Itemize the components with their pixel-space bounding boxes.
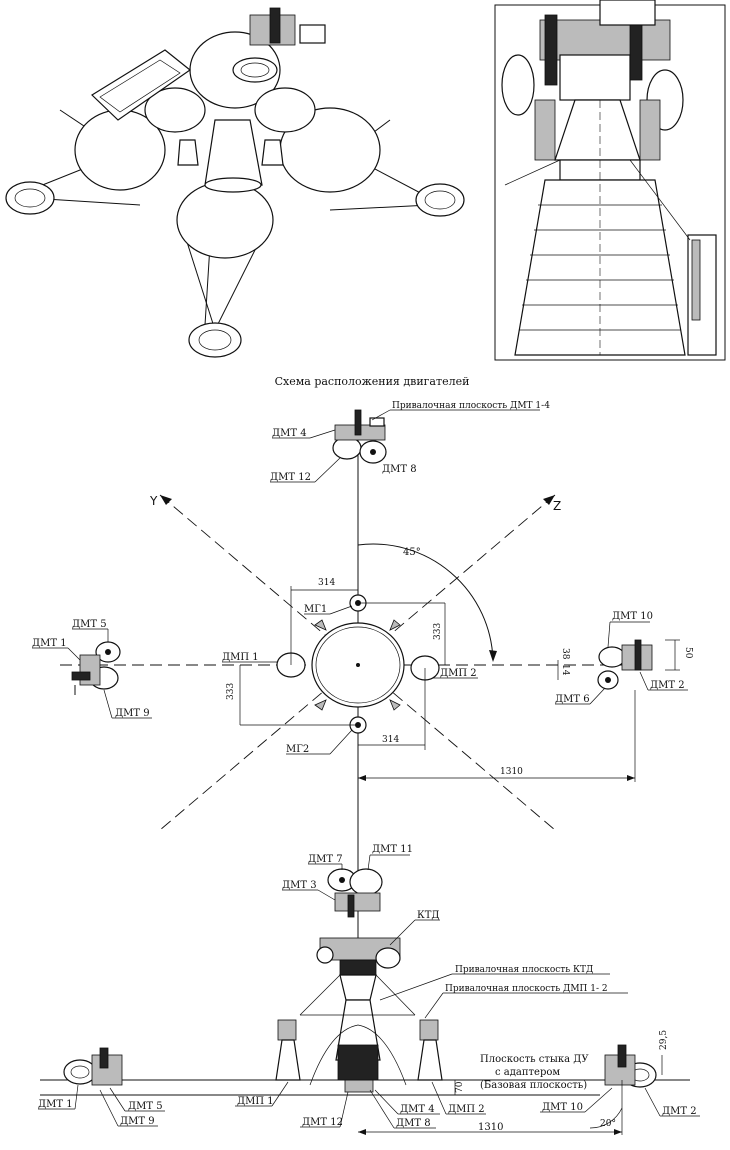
thruster-cluster-lower-left — [63, 1047, 123, 1086]
label-dmt1-side: ДМТ 1 — [38, 1099, 73, 1110]
dim-70: 70 — [455, 1081, 465, 1093]
top-view-plan: Y Z 45° 314 333 333 314 — [32, 401, 693, 1060]
label-dmp1-side: ДМП 1 — [237, 1096, 274, 1107]
dim-14: 14 — [560, 664, 570, 676]
label-dmt12-top: ДМТ 12 — [270, 472, 311, 483]
label-dmp2-top: ДМП 2 — [440, 668, 477, 679]
label-dmt6-top: ДМТ 6 — [555, 694, 590, 705]
label-dmt4-top: ДМТ 4 — [272, 428, 307, 439]
label-mg2: МГ2 — [286, 744, 309, 755]
thruster-cluster-right — [597, 639, 653, 690]
label-interface-plane-1: Плоскость стыка ДУ — [480, 1054, 589, 1065]
dim-50: 50 — [683, 647, 693, 659]
dim-38: 38 — [560, 648, 570, 660]
lander-illustration — [5, 7, 465, 358]
label-dmp1-top: ДМП 1 — [222, 652, 259, 663]
thruster-cluster-top — [332, 409, 387, 464]
label-dmt5-top: ДМТ 5 — [72, 619, 107, 630]
label-mount-plane-dmt14: Привалочная плоскость ДМТ 1-4 — [392, 401, 550, 411]
label-interface-plane-3: (Базовая плоскость) — [480, 1080, 587, 1091]
diagram-title: Схема расположения двигателей — [275, 375, 470, 388]
axis-y-label: Y — [149, 494, 158, 508]
label-dmp2-side: ДМП 2 — [448, 1104, 485, 1115]
label-dmt8-top: ДМТ 8 — [382, 464, 417, 475]
label-dmt3: ДМТ 3 — [282, 880, 317, 891]
label-interface-plane-2: с адаптером — [495, 1067, 560, 1078]
label-dmt7: ДМТ 7 — [308, 854, 343, 865]
dim-314-bottom: 314 — [382, 735, 399, 745]
label-ktd: КТД — [417, 910, 440, 921]
label-mount-plane-ktd: Привалочная плоскость КТД — [455, 965, 593, 975]
label-dmt8-side: ДМТ 8 — [396, 1118, 431, 1129]
dim-1310-top: 1310 — [500, 767, 523, 777]
dim-333-left: 333 — [226, 683, 236, 700]
label-dmt5-side: ДМТ 5 — [128, 1101, 163, 1112]
label-dmt2-side: ДМТ 2 — [662, 1106, 697, 1117]
dim-333-right: 333 — [433, 623, 443, 640]
dim-1310-bottom: 1310 — [478, 1122, 503, 1133]
thruster-cluster-left — [71, 641, 121, 695]
label-mg1: МГ1 — [304, 604, 327, 615]
dim-29-5: 29,5 — [659, 1030, 669, 1050]
engine-illustration — [494, 0, 726, 361]
label-dmt10-side: ДМТ 10 — [542, 1102, 583, 1113]
label-dmt12-side: ДМТ 12 — [302, 1117, 343, 1128]
angle-20: 20° — [600, 1119, 616, 1129]
label-dmt11: ДМТ 11 — [372, 844, 413, 855]
label-dmt1-top: ДМТ 1 — [32, 638, 67, 649]
label-dmt9-side: ДМТ 9 — [120, 1116, 155, 1127]
label-dmt2-top: ДМТ 2 — [650, 680, 685, 691]
thruster-cluster-upper-side — [327, 868, 383, 918]
label-dmt4-side: ДМТ 4 — [400, 1104, 435, 1115]
thruster-cluster-lower-right — [604, 1044, 657, 1088]
dim-314-top: 314 — [318, 578, 335, 588]
label-dmt10-top: ДМТ 10 — [612, 611, 653, 622]
angle-45: 45° — [403, 547, 421, 558]
label-dmt9-top: ДМТ 9 — [115, 708, 150, 719]
axis-z-label: Z — [553, 499, 561, 513]
ktd-engine — [299, 937, 416, 1061]
side-view-elevation: ДМТ 7 ДМТ 11 ДМТ 3 КТД Привалочная плоск… — [38, 844, 700, 1135]
label-mount-plane-dmp12: Привалочная плоскость ДМП 1- 2 — [445, 984, 608, 994]
